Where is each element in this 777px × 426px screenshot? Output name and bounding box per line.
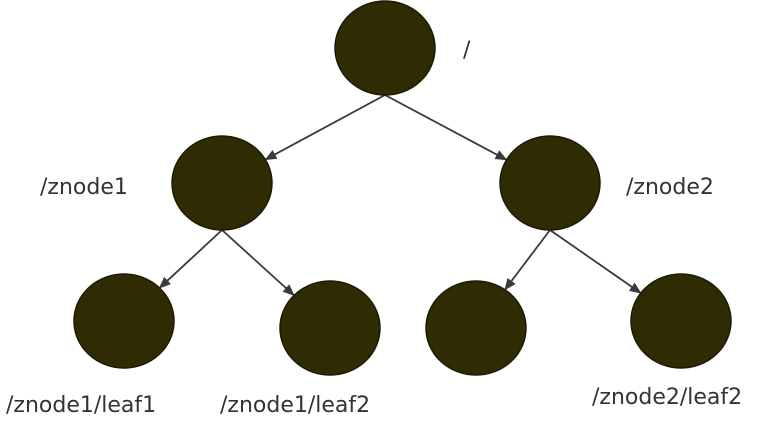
node-root — [334, 0, 436, 96]
edge-znode1-to-z1l2 — [221, 229, 295, 297]
node-label-znode1: /znode1 — [40, 175, 128, 200]
edge-root-to-znode1 — [264, 94, 386, 161]
node-label-znode2: /znode2 — [626, 175, 714, 200]
node-label-z2l2: /znode2/leaf2 — [592, 385, 742, 410]
node-label-root: / — [463, 38, 471, 63]
node-znode1 — [171, 135, 273, 231]
node-z2l1 — [425, 280, 527, 376]
node-label-z1l2: /znode1/leaf2 — [220, 393, 370, 418]
edge-znode2-to-z2l2 — [549, 229, 642, 294]
edge-znode2-to-z2l1 — [504, 229, 551, 291]
nodes — [73, 0, 732, 376]
edges — [158, 94, 642, 297]
node-znode2 — [499, 135, 601, 231]
edge-root-to-znode2 — [384, 94, 508, 161]
labels: / /znode1 /znode2 /znode1/leaf1 /znode1/… — [6, 38, 742, 418]
node-z2l2 — [630, 273, 732, 369]
node-z1l2 — [279, 280, 381, 376]
edge-znode1-to-z1l1 — [158, 229, 223, 289]
node-z1l1 — [73, 273, 175, 369]
node-label-z1l1: /znode1/leaf1 — [6, 393, 156, 418]
